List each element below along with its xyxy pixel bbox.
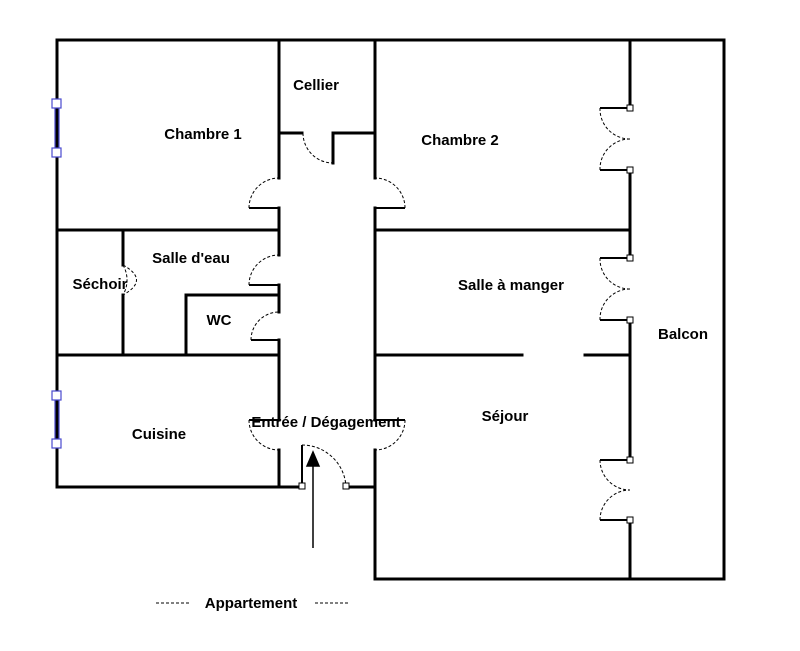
door-sejour (374, 419, 406, 451)
label-chambre-2: Chambre 2 (421, 132, 499, 149)
door-cellier (302, 132, 334, 164)
caption-text: Appartement (205, 595, 298, 612)
window-chambre-1 (51, 98, 62, 158)
windows (51, 98, 62, 449)
label-wc: WC (207, 312, 232, 329)
door-balcon-sejour (599, 456, 634, 524)
label-sechoir: Séchoir (72, 276, 127, 293)
door-cuisine (248, 419, 280, 451)
interior-walls (55, 38, 632, 581)
door-sechoir (122, 264, 137, 296)
door-balcon-chambre-2 (599, 104, 634, 174)
label-salle-manger: Salle à manger (458, 277, 564, 294)
door-salle-eau (248, 254, 280, 286)
door-wc (250, 311, 280, 341)
label-balcon: Balcon (658, 326, 708, 343)
label-salle-eau: Salle d'eau (152, 250, 230, 267)
label-chambre-1: Chambre 1 (164, 126, 242, 143)
caption: Appartement (156, 595, 348, 612)
door-entree (298, 444, 350, 490)
window-cuisine (51, 390, 62, 449)
room-labels: Chambre 1 Cellier Chambre 2 Salle d'eau … (72, 77, 708, 443)
label-cellier: Cellier (293, 77, 339, 94)
entry-arrow (305, 450, 321, 548)
label-cuisine: Cuisine (132, 426, 186, 443)
outer-walls (55, 38, 726, 581)
door-balcon-salle-manger (599, 254, 634, 324)
door-chambre-2 (374, 177, 406, 209)
label-sejour: Séjour (482, 408, 529, 425)
label-entree: Entrée / Dégagement (251, 414, 400, 431)
door-chambre-1 (248, 177, 280, 209)
doors (122, 104, 634, 524)
